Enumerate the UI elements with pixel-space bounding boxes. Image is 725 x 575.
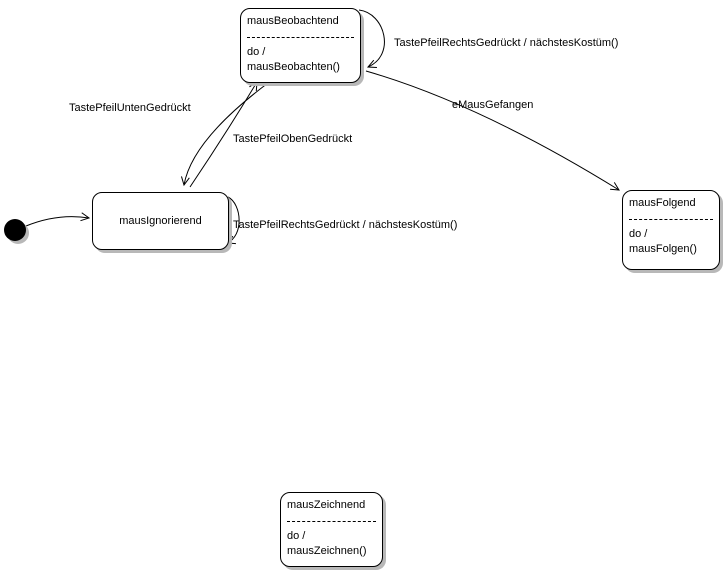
state-mausBeobachtend[interactable]: mausBeobachtend do / mausBeobachten() — [240, 8, 361, 83]
state-action-line: mausZeichnen() — [287, 545, 367, 557]
state-action-line: mausBeobachten() — [247, 61, 340, 73]
transition-label-taste-pfeil-oben: TastePfeilObenGedrückt — [233, 133, 353, 145]
transition-mausBeobachtend-to-mausIgnorierend — [180, 82, 269, 187]
state-action-line: mausFolgen() — [629, 243, 697, 255]
state-action-line: do / — [247, 46, 266, 58]
transition-initial-to-mausIgnorierend — [25, 212, 91, 227]
transition-label-emaus-gefangen: eMausGefangen — [452, 99, 534, 111]
transition-self-loop-mausIgnorierend — [225, 196, 240, 245]
state-mausIgnorierend[interactable]: mausIgnorierend — [92, 192, 229, 250]
transition-self-loop-mausBeobachtend — [358, 9, 385, 69]
state-name: mausZeichnend — [287, 499, 366, 511]
transition-label-taste-pfeil-rechts-ignorierend: TastePfeilRechtsGedrückt / nächstesKostü… — [233, 219, 458, 231]
state-mausFolgend[interactable]: mausFolgend do / mausFolgen() — [622, 190, 720, 270]
state-mausZeichnend[interactable]: mausZeichnend do / mausZeichnen() — [280, 492, 383, 567]
transition-mausBeobachtend-to-mausFolgend — [365, 70, 620, 191]
initial-state-dot[interactable] — [4, 219, 26, 241]
state-action-line: do / — [629, 228, 648, 240]
state-action-line: do / — [287, 530, 306, 542]
state-name: mausFolgend — [629, 197, 696, 209]
transition-label-taste-pfeil-unten: TastePfeilUntenGedrückt — [69, 102, 191, 114]
state-name: mausBeobachtend — [247, 15, 339, 27]
compartment-divider — [287, 521, 376, 522]
transition-mausIgnorierend-to-mausBeobachtend — [189, 81, 258, 188]
compartment-divider — [247, 37, 354, 38]
state-name: mausIgnorierend — [119, 215, 202, 227]
compartment-divider — [629, 219, 713, 220]
transition-label-taste-pfeil-rechts-beobachtend: TastePfeilRechtsGedrückt / nächstesKostü… — [394, 37, 619, 49]
